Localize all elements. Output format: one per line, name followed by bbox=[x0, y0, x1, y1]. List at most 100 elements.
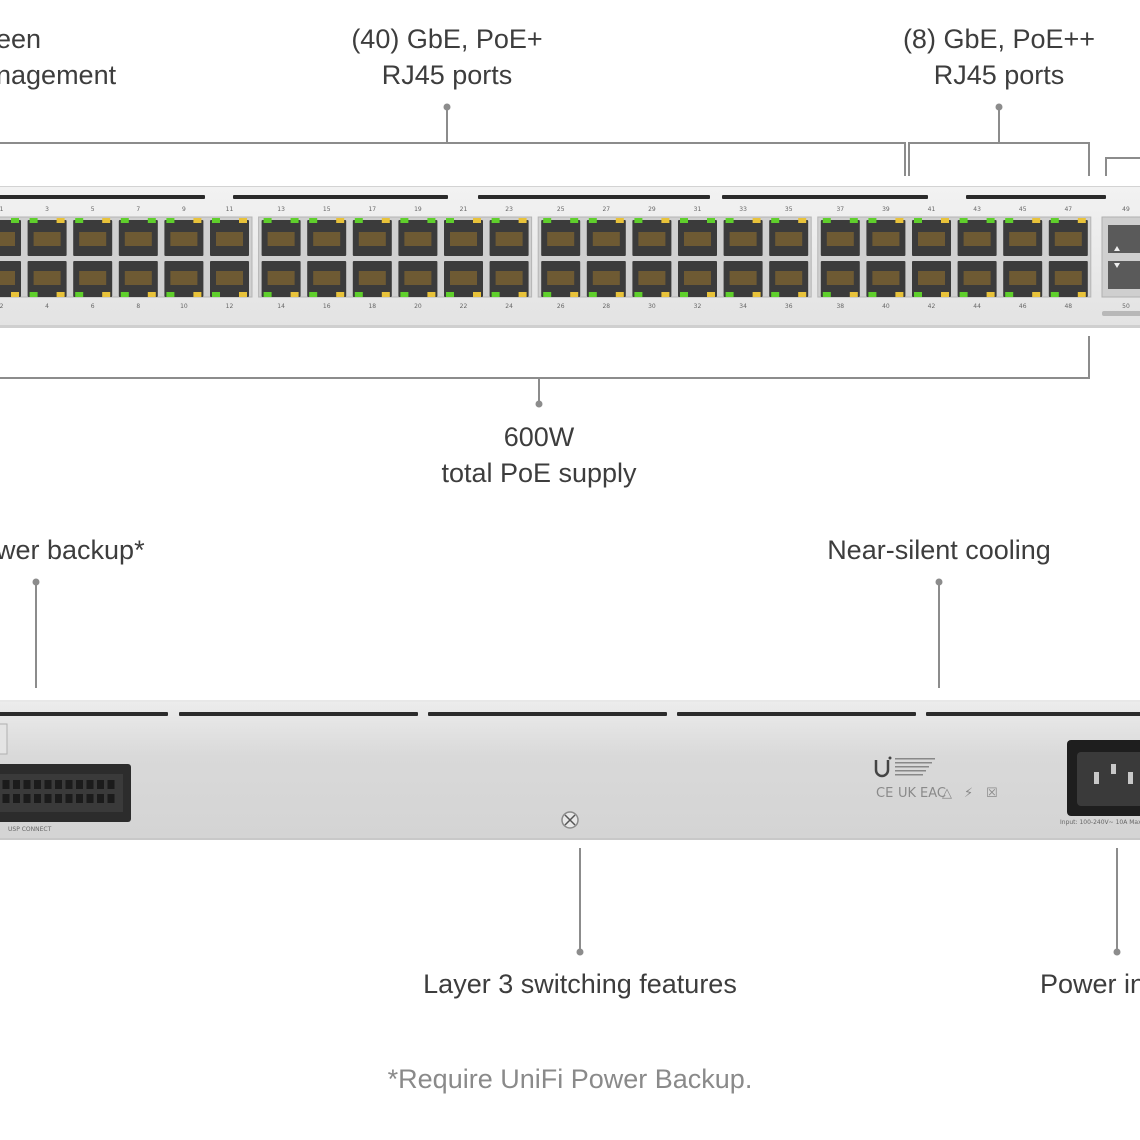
port-link-led bbox=[959, 218, 968, 223]
rj45-contacts bbox=[0, 232, 15, 246]
certification-mark-icon: UK bbox=[898, 786, 917, 801]
usp-pin bbox=[86, 780, 94, 789]
port-link-led bbox=[634, 218, 643, 223]
port-link-led bbox=[588, 292, 597, 297]
rj45-contacts bbox=[170, 271, 198, 285]
rj45-contacts bbox=[450, 271, 477, 285]
port-number-top: 5 bbox=[91, 206, 95, 213]
port-link-led bbox=[29, 218, 38, 223]
rj45-contacts bbox=[267, 232, 295, 246]
port-activity-led bbox=[11, 218, 19, 223]
power-inlet-socket bbox=[1077, 752, 1140, 806]
port-link-led bbox=[868, 292, 877, 297]
port-number-bottom: 30 bbox=[648, 303, 656, 310]
port-link-led bbox=[263, 218, 272, 223]
gbe-poe-plusplus-line1: (8) GbE, PoE++ bbox=[902, 24, 1096, 54]
rj45-contacts bbox=[1009, 271, 1037, 285]
rj45-contacts bbox=[1009, 232, 1037, 246]
port-link-led bbox=[212, 292, 220, 297]
port-number-bottom: 44 bbox=[973, 303, 981, 310]
port-number-top: 47 bbox=[1064, 206, 1072, 213]
rj45-contacts bbox=[267, 271, 295, 285]
vent-slot bbox=[179, 712, 418, 716]
near-silent-cooling-label: Near-silent cooling bbox=[827, 535, 1051, 565]
rj45-contacts bbox=[124, 271, 152, 285]
rj45-contacts bbox=[638, 271, 666, 285]
port-group-frame bbox=[537, 216, 812, 298]
bracket-sfp bbox=[1105, 157, 1140, 176]
gbe-poe-plus-line2: RJ45 ports bbox=[381, 60, 513, 90]
port-group-frame bbox=[258, 216, 533, 298]
port-activity-led bbox=[941, 218, 949, 223]
ubiquiti-logo-dot bbox=[888, 756, 892, 760]
port-link-led bbox=[309, 218, 318, 223]
gbe-poe-plusplus-label: (8) GbE, PoE++ RJ45 ports bbox=[859, 21, 1139, 93]
port-activity-led bbox=[798, 292, 807, 297]
usp-pin bbox=[65, 794, 73, 803]
rj45-contacts bbox=[826, 271, 854, 285]
port-activity-led bbox=[290, 218, 299, 223]
port-number-top: 9 bbox=[182, 206, 186, 213]
port-activity-led bbox=[56, 292, 65, 297]
port-activity-led bbox=[147, 218, 156, 223]
port-link-led bbox=[75, 218, 84, 223]
poe-supply-label: 600W total PoE supply bbox=[389, 419, 689, 491]
port-activity-led bbox=[193, 218, 202, 223]
port-number-top: 39 bbox=[882, 206, 890, 213]
port-activity-led bbox=[102, 218, 111, 223]
port-activity-led bbox=[849, 292, 858, 297]
dot-layer3 bbox=[576, 948, 584, 956]
port-number-top: 25 bbox=[557, 206, 565, 213]
port-link-led bbox=[1050, 218, 1059, 223]
port-number-top: 21 bbox=[460, 206, 468, 213]
port-activity-led bbox=[986, 218, 995, 223]
power-in-label: Power in bbox=[1040, 969, 1140, 999]
rj45-contacts bbox=[313, 232, 341, 246]
certification-mark-icon: EAC bbox=[920, 786, 946, 801]
product-label-line bbox=[895, 766, 929, 768]
port-number-bottom: 32 bbox=[694, 303, 702, 310]
power-pin-ground bbox=[1111, 764, 1116, 774]
port-link-led bbox=[914, 292, 922, 297]
port-activity-led bbox=[193, 292, 202, 297]
port-number-bottom: 24 bbox=[505, 303, 513, 310]
port-activity-led bbox=[615, 218, 624, 223]
rj45-contacts bbox=[170, 232, 198, 246]
port-number-top: 45 bbox=[1019, 206, 1027, 213]
port-activity-led bbox=[849, 218, 858, 223]
port-number-bottom: 6 bbox=[91, 303, 95, 310]
usp-pin bbox=[34, 794, 41, 803]
port-activity-led bbox=[518, 218, 527, 223]
gbe-poe-plus-line1: (40) GbE, PoE+ bbox=[351, 24, 543, 54]
rj45-contacts bbox=[358, 271, 386, 285]
port-activity-led bbox=[56, 218, 65, 223]
port-number-top: 1 bbox=[0, 206, 4, 213]
port-activity-led bbox=[102, 292, 111, 297]
port-number-top: 7 bbox=[136, 206, 140, 213]
port-link-led bbox=[29, 292, 38, 297]
port-link-led bbox=[491, 292, 500, 297]
usp-pin bbox=[107, 794, 115, 803]
usp-pin bbox=[44, 780, 52, 789]
rj45-contacts bbox=[1054, 232, 1082, 246]
port-activity-led bbox=[427, 218, 436, 223]
front-panel-graphic: 1234567891011121314151617181920212223242… bbox=[0, 195, 1140, 316]
port-number-top: 15 bbox=[323, 206, 331, 213]
rj45-contacts bbox=[592, 271, 620, 285]
display-strip bbox=[722, 195, 928, 199]
usp-pin bbox=[65, 780, 73, 789]
port-link-led bbox=[491, 218, 500, 223]
port-number-top: 17 bbox=[368, 206, 376, 213]
port-activity-led bbox=[986, 292, 995, 297]
rj45-contacts bbox=[684, 271, 711, 285]
port-link-led bbox=[446, 292, 454, 297]
usp-pin bbox=[23, 794, 31, 803]
port-number-bottom: 38 bbox=[836, 303, 844, 310]
port-number-top: 29 bbox=[648, 206, 656, 213]
rj45-contacts bbox=[826, 232, 854, 246]
power-backup-label: wer backup* bbox=[0, 535, 145, 565]
port-number-bottom: 40 bbox=[882, 303, 890, 310]
port-number-bottom: 42 bbox=[928, 303, 936, 310]
